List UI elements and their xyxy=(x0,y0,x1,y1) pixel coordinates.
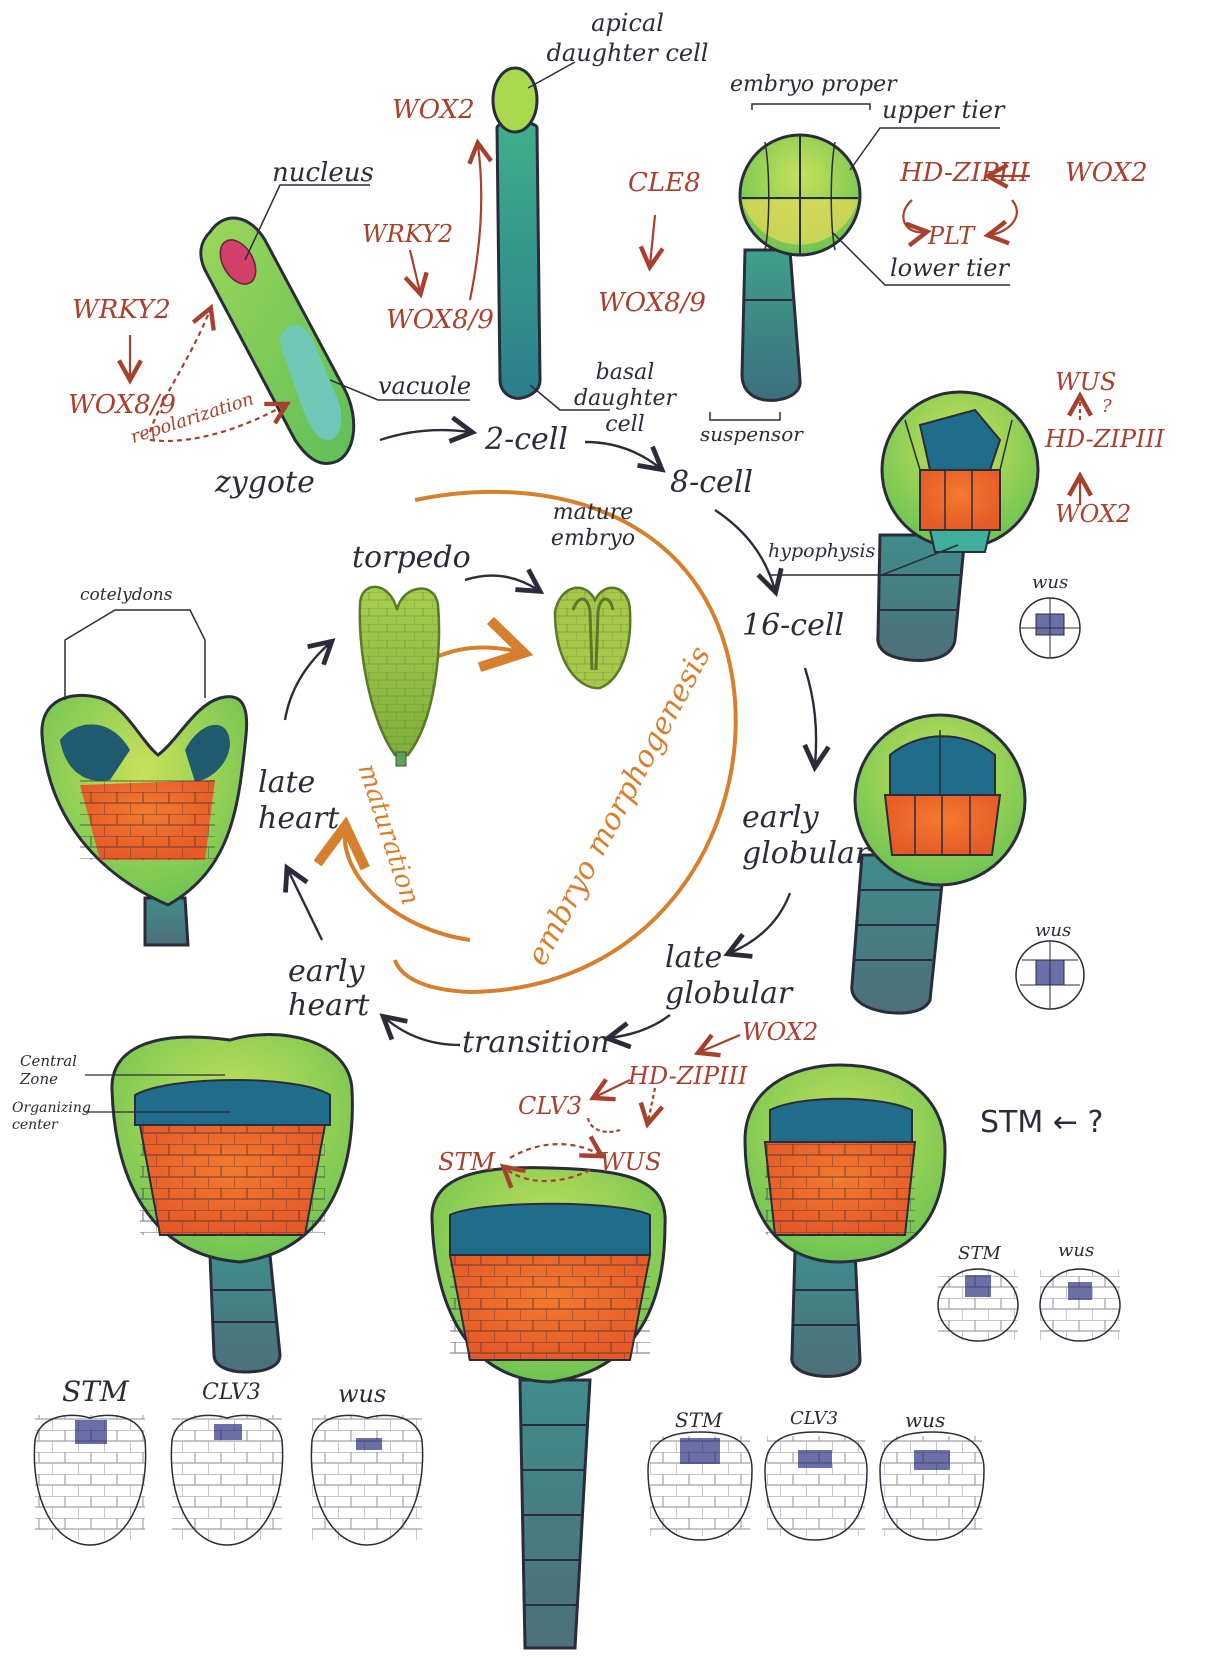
gene-clv3-transition: CLV3 xyxy=(518,1092,582,1120)
gene-plt: PLT xyxy=(928,222,974,250)
label-upper-tier: upper tier xyxy=(882,96,1004,124)
gene-stm-transition: STM xyxy=(438,1148,495,1176)
label-hypophysis: hypophysis xyxy=(768,540,875,562)
mini-late-globular-stm xyxy=(938,1269,1018,1341)
gene-stm-question: STM ← ? xyxy=(980,1105,1103,1140)
apical-daughter-cell xyxy=(493,68,537,132)
late-globular-embryo xyxy=(745,1065,945,1376)
mini-label-clv3-transition: CLV3 xyxy=(790,1408,838,1429)
gene-wox89-two-cell: WOX8/9 xyxy=(386,305,494,335)
sixteen-cell-embryo xyxy=(878,392,1038,660)
mini-transition-clv3 xyxy=(765,1432,867,1540)
mini-heart-row xyxy=(34,1415,422,1545)
mini-early-globular xyxy=(1016,941,1084,1009)
early-globular-embryo xyxy=(852,715,1025,1013)
gene-wox2-eight-cell: WOX2 xyxy=(1065,158,1148,188)
label-suspensor: suspensor xyxy=(700,422,803,446)
two-cell-embryo xyxy=(493,68,540,398)
arrow-lateglobular-to-transition xyxy=(610,1015,670,1038)
mini-transition-row xyxy=(648,1432,984,1540)
label-late-heart: late heart xyxy=(258,765,348,837)
mini-label-wus-heart: wus xyxy=(338,1380,386,1408)
gene-cle8: CLE8 xyxy=(628,168,701,198)
gene-wus-sixteen: WUS xyxy=(1055,368,1116,396)
mature-embryo xyxy=(555,588,630,688)
arrow-16cell-to-earlyglobular xyxy=(805,668,816,765)
label-nucleus: nucleus xyxy=(272,158,374,188)
transition-embryo xyxy=(432,1168,665,1648)
label-organizing-center: Organizing center xyxy=(12,1100,92,1134)
mini-label-clv3-heart: CLV3 xyxy=(202,1380,261,1405)
arrow-torpedo-to-mature xyxy=(465,576,538,590)
label-early-globular: early globular xyxy=(742,800,862,872)
gene-wox2-two-cell: WOX2 xyxy=(392,95,475,125)
mini-heart-stm xyxy=(34,1415,145,1545)
label-central-zone: Central Zone xyxy=(20,1052,90,1088)
label-zygote: zygote xyxy=(215,465,315,500)
gene-wrky2-two-cell: WRKY2 xyxy=(362,220,453,248)
gene-hdzip-sixteen: HD-ZIPIII xyxy=(1045,425,1164,453)
label-transition: transition xyxy=(462,1025,610,1060)
arrow-zygote-to-2cell xyxy=(380,430,470,440)
arrow-8cell-to-16cell xyxy=(715,510,775,590)
late-heart-leaders xyxy=(65,610,205,700)
gene-hdzip-transition: HD-ZIPIII xyxy=(628,1062,747,1090)
gene-wrky2-zygote: WRKY2 xyxy=(72,295,171,325)
mini-heart-clv3 xyxy=(171,1415,282,1545)
mini-transition-stm xyxy=(648,1432,752,1540)
maturation-upper-arc xyxy=(430,647,520,660)
early-heart-embryo xyxy=(112,1034,352,1372)
label-8-cell: 8-cell xyxy=(670,465,753,500)
label-basal-daughter-cell: basal daughter cell xyxy=(555,360,695,438)
torpedo-embryo xyxy=(360,587,439,766)
gene-question-sixteen: ? xyxy=(1102,396,1112,417)
arrow-earlyheart-to-lateheart xyxy=(288,870,322,940)
label-cotelydons: cotelydons xyxy=(80,585,172,605)
arrow-2cell-to-8cell xyxy=(585,442,660,468)
gene-wox2-sixteen: WOX2 xyxy=(1055,500,1131,528)
zygote-cell xyxy=(201,218,354,463)
label-torpedo: torpedo xyxy=(352,540,471,575)
mini-label-stm-transition: STM xyxy=(675,1408,723,1432)
mini-late-globular-wus xyxy=(1040,1269,1120,1341)
mini-16-cell xyxy=(1020,598,1080,658)
mini-label-stm-late-globular: STM xyxy=(958,1243,1001,1264)
label-mature-embryo: mature embryo xyxy=(548,500,638,552)
label-apical-daughter-cell: apical daughter cell xyxy=(545,8,710,68)
label-lower-tier: lower tier xyxy=(890,254,1009,282)
mini-transition-wus xyxy=(880,1432,984,1540)
label-embryo-proper: embryo proper xyxy=(730,72,897,97)
label-late-globular: late globular xyxy=(665,940,795,1012)
gene-wox89-zygote: WOX8/9 xyxy=(68,390,176,420)
label-early-heart: early heart xyxy=(288,955,378,1023)
mini-label-stm-heart: STM xyxy=(62,1375,129,1408)
late-heart-embryo xyxy=(42,695,247,945)
label-16-cell: 16-cell xyxy=(742,608,844,643)
gene-wus-transition: WUS xyxy=(600,1148,661,1176)
mini-label-wus-early-globular: wus xyxy=(1035,920,1071,941)
label-vacuole: vacuole xyxy=(378,372,471,400)
gene-wox2-transition: WOX2 xyxy=(742,1018,818,1046)
mini-label-wus-16: wus xyxy=(1032,572,1068,593)
mini-label-wus-transition: wus xyxy=(905,1408,945,1432)
arrow-lateheart-to-torpedo xyxy=(285,643,330,720)
gene-hdzip-eight-cell: HD-ZIPIII xyxy=(900,158,1029,188)
mini-heart-wus xyxy=(311,1415,422,1545)
mini-label-wus-late-globular: wus xyxy=(1058,1240,1094,1261)
gene-wox89-eight-cell: WOX8/9 xyxy=(598,288,706,318)
arrow-transition-to-earlyheart xyxy=(385,1018,460,1045)
eight-cell-embryo xyxy=(740,135,860,400)
